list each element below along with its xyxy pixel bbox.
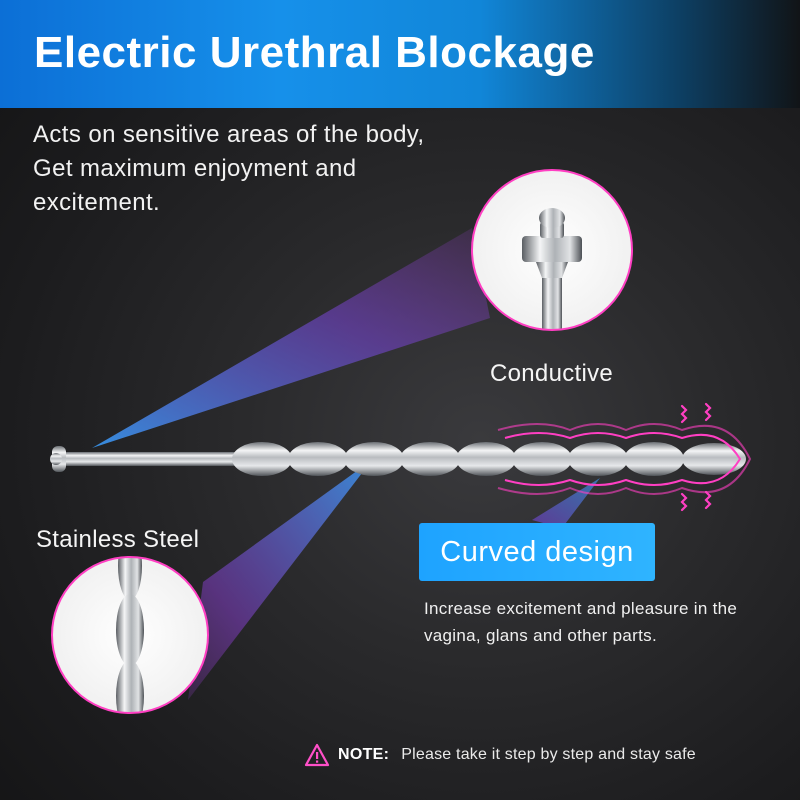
vibration-wave-icon [680,402,712,512]
vibration-outline [497,423,752,495]
note-label: NOTE: [338,746,390,763]
label-conductive: Conductive [490,360,614,387]
page-title: Electric Urethral Blockage [34,28,595,77]
beam-curved [532,478,600,528]
safety-note: NOTE: Please take it step by step and st… [304,740,696,770]
badge-curved-design: Curved design [419,523,655,581]
zoom-circle-steel [51,556,209,714]
label-stainless-steel: Stainless Steel [36,526,200,553]
curved-description: Increase excitement and pleasure in the … [424,599,738,645]
rod [50,442,746,476]
beam-steel [188,460,372,700]
zoom-circle-conductive [471,169,633,331]
note-text: Please take it step by step and stay saf… [401,746,696,763]
intro-text: Acts on sensitive areas of the body, Get… [33,121,425,216]
warning-triangle-icon [304,743,330,767]
title-banner: Electric Urethral Blockage [0,0,800,108]
beam-conductive [92,228,490,448]
